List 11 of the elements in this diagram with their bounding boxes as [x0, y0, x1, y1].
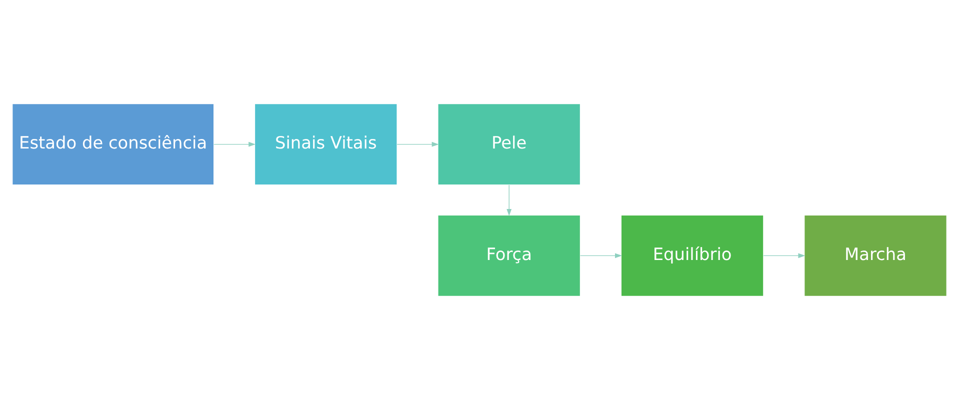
node-box: Sinais Vitais — [254, 103, 398, 186]
arrow — [396, 142, 439, 147]
node-box: Equilíbrio — [620, 214, 764, 297]
node-box: Força — [438, 214, 581, 297]
arrow — [214, 142, 256, 147]
arrow — [763, 253, 806, 258]
arrow — [580, 253, 622, 258]
node-box: Estado de consciência — [12, 103, 214, 186]
node-box: Marcha — [804, 214, 948, 297]
arrow — [506, 184, 512, 216]
node-box: Pele — [438, 103, 581, 186]
